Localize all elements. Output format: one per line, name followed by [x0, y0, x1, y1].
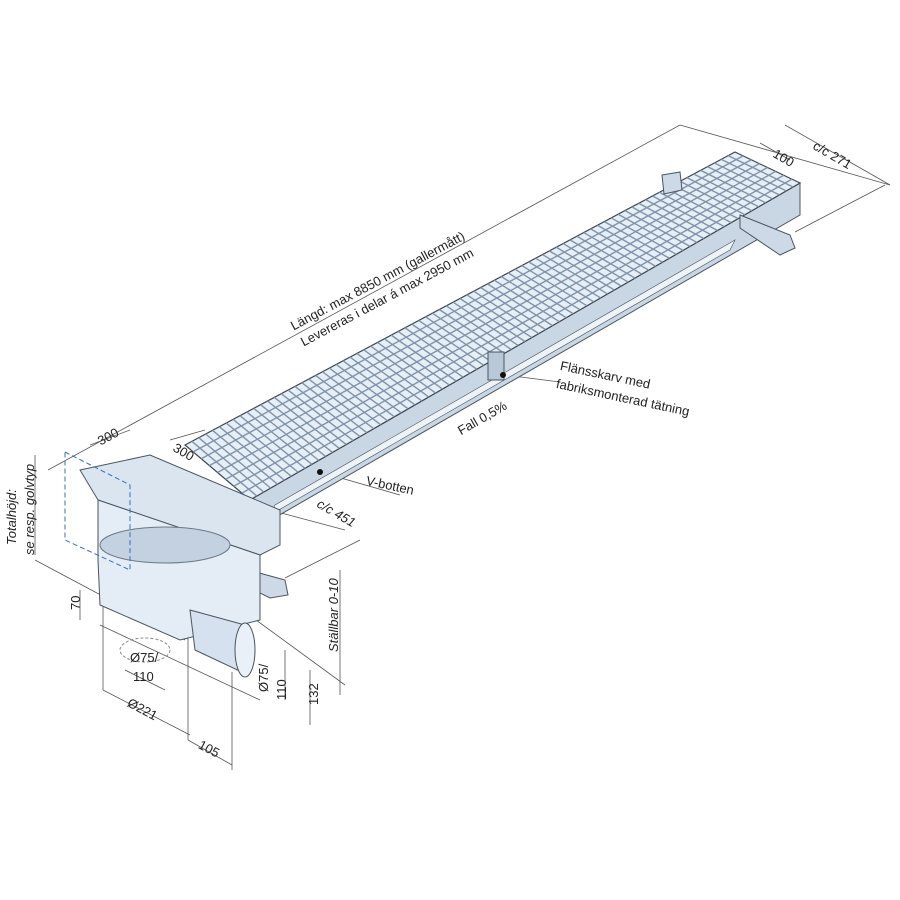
dim-75-side-2: 110: [274, 679, 289, 700]
dim-132: 132: [306, 683, 321, 705]
outlet-opening: [234, 622, 256, 678]
grid-bar: [225, 170, 776, 480]
bottom-outlet-dashed: [119, 637, 171, 663]
dim-75-bottom-2: 110: [133, 669, 154, 684]
flange-joint: [487, 351, 505, 381]
total-height-label-1: Totalhöjd:: [4, 489, 19, 545]
dim-75-bottom-1: Ø75/: [130, 650, 159, 665]
grid-bar: [233, 174, 785, 487]
mounting-bracket-right: [739, 214, 796, 256]
total-height-label-2: se resp. golvtyp: [22, 463, 37, 555]
grid-bar: [209, 163, 760, 467]
dim-75-side-1: Ø75/: [256, 663, 271, 692]
grating: [183, 151, 802, 501]
adjustable-label: Ställbar 0-10: [326, 578, 341, 652]
sump-strainer: [99, 526, 231, 564]
v-bottom-marker: [317, 469, 323, 475]
dim-70: 70: [68, 595, 83, 610]
mounting-bracket-top: [661, 171, 683, 195]
grid-bar: [217, 166, 768, 474]
grid-bar: [241, 178, 793, 494]
grating-grid: [191, 155, 794, 497]
grid-bar: [200, 159, 752, 460]
channel-side: [249, 182, 801, 533]
height-reference-dashed: [64, 451, 131, 571]
grid-bar: [192, 155, 744, 453]
flange-marker: [500, 372, 506, 378]
